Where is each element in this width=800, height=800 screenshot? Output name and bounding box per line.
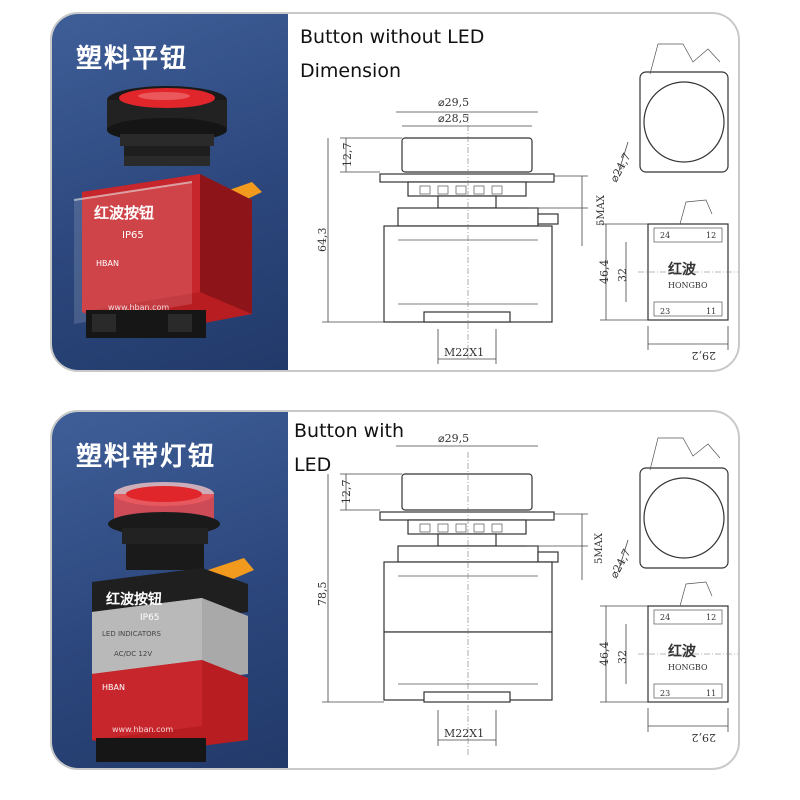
- dim-dia-side: ⌀24,7: [607, 547, 633, 581]
- dim-height-side: 46,4: [598, 260, 611, 285]
- product-photo: 红波按钮 IP65 HBAN www.hban.com: [73, 86, 262, 338]
- terminal-12: 12: [706, 231, 716, 240]
- terminal-23: 23: [660, 689, 670, 698]
- product-rating: IP65: [140, 613, 160, 623]
- terminal-12: 12: [706, 613, 716, 622]
- drawing-flange: [379, 173, 555, 183]
- dim-panel-max: 5MAX: [594, 532, 605, 564]
- dim-dia-outer: ⌀29,5: [438, 432, 469, 445]
- side-view-circle: [643, 477, 725, 559]
- terminal-24: 24: [660, 231, 670, 240]
- product-site: www.hban.com: [108, 303, 169, 312]
- drawing-flange: [379, 511, 555, 521]
- dim-width-side: 29,2: [692, 349, 717, 362]
- panel-title: 塑料平钮: [76, 44, 189, 74]
- dim-head-height: 12,7: [340, 480, 353, 505]
- dim-total-height: 78,5: [316, 582, 329, 607]
- caption: Button with LED: [294, 414, 404, 482]
- block-sub: HONGBO: [668, 281, 708, 290]
- terminal-24: 24: [660, 613, 670, 622]
- panel-title: 塑料带灯钮: [76, 442, 217, 472]
- drawing-cap: [401, 473, 533, 511]
- dim-total-height: 64,3: [316, 228, 329, 253]
- dim-width-side: 29,2: [692, 731, 717, 744]
- product-photo: 红波按钮 IP65 LED INDICATORS AC/DC 12V HBAN …: [92, 482, 254, 762]
- terminal-11: 11: [706, 307, 716, 316]
- product-rating: IP65: [122, 230, 144, 241]
- dim-inner-side: 32: [616, 650, 629, 664]
- dim-thread: M22X1: [444, 346, 484, 359]
- product-voltage: AC/DC 12V: [114, 650, 152, 658]
- dim-head-height: 12,7: [341, 143, 354, 168]
- drawing-thread: [437, 195, 497, 209]
- dim-dia-outer: ⌀29,5: [438, 96, 469, 109]
- dimension-drawing: ⌀29,5 ⌀28,5 12,7 64,3 M22X1: [316, 43, 738, 364]
- product-maker: HBAN: [96, 259, 119, 268]
- product-maker: HBAN: [102, 683, 125, 692]
- side-view-circle: [643, 81, 725, 163]
- dimension-drawing: ⌀29,5 12,7 78,5 M22X1: [316, 432, 738, 757]
- card-button-with-led: 红波按钮 IP65 LED INDICATORS AC/DC 12V HBAN …: [50, 410, 740, 770]
- drawing-cap: [401, 137, 533, 173]
- block-label: 红波: [668, 643, 697, 660]
- dim-inner-side: 32: [616, 268, 629, 282]
- product-led-label: LED INDICATORS: [102, 630, 161, 638]
- photo-panel: 红波按钮 IP65 HBAN www.hban.com 塑料平钮: [52, 14, 288, 370]
- dim-height-side: 46,4: [598, 642, 611, 667]
- caption: Button without LED Dimension: [300, 20, 484, 88]
- red-led-cap: [126, 486, 202, 502]
- dim-dia-side: ⌀24,7: [607, 151, 633, 185]
- card-button-without-led: 红波按钮 IP65 HBAN www.hban.com 塑料平钮 Button …: [50, 12, 740, 372]
- dim-dia-inner: ⌀28,5: [438, 112, 469, 125]
- terminal-11: 11: [706, 689, 716, 698]
- dim-panel-max: 5MAX: [596, 194, 607, 226]
- product-site: www.hban.com: [112, 725, 173, 734]
- product-brand: 红波按钮: [94, 204, 154, 222]
- caption-line-1: Button with: [294, 420, 404, 442]
- product-brand: 红波按钮: [106, 591, 162, 608]
- caption-line-1: Button without LED: [300, 26, 485, 48]
- photo-panel: 红波按钮 IP65 LED INDICATORS AC/DC 12V HBAN …: [52, 412, 288, 768]
- block-sub: HONGBO: [668, 663, 708, 672]
- caption-line-2: Dimension: [300, 60, 401, 82]
- block-label: 红波: [668, 261, 697, 278]
- terminal-23: 23: [660, 307, 670, 316]
- dim-thread: M22X1: [444, 727, 484, 740]
- caption-line-2: LED: [294, 454, 332, 476]
- drawing-thread: [437, 533, 497, 547]
